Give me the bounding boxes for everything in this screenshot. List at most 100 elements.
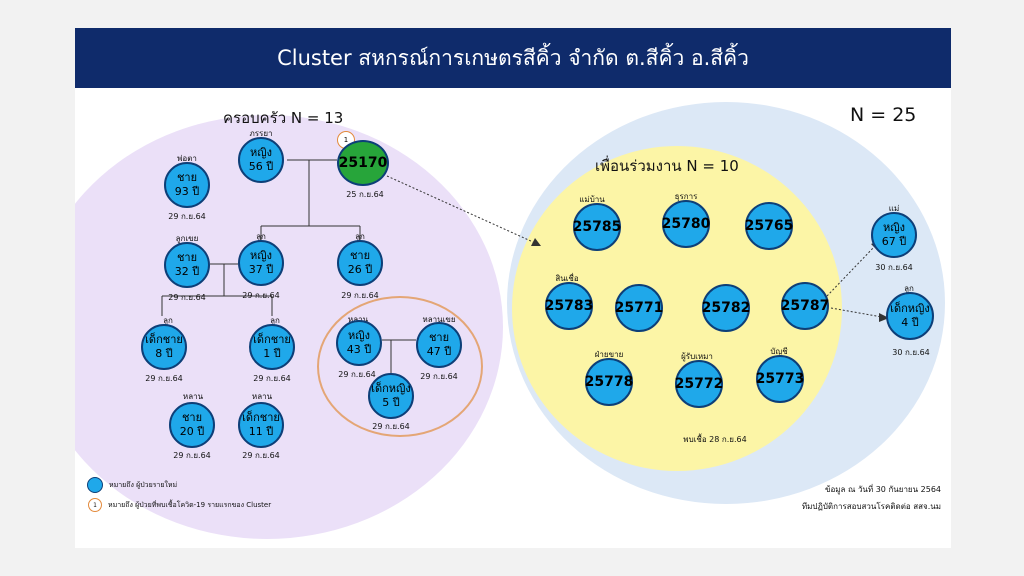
node-gender: เด็กชาย [145, 333, 183, 346]
case-node-mother[interactable]: หญิง 67 ปี [871, 212, 917, 258]
arrowhead-coworker [531, 238, 541, 246]
date-grandchild-11: 29 ก.ย.64 [242, 451, 280, 460]
to-mother-arrow [826, 245, 876, 297]
node-age: 1 ปี [263, 347, 281, 360]
node-gender: เด็กหญิง [371, 382, 411, 395]
node-id: 25765 [744, 218, 794, 234]
node-age: 4 ปี [901, 316, 919, 329]
case-node-son-in-law[interactable]: ชาย 32 ปี [164, 242, 210, 288]
role-grandchild-20: หลาน [182, 392, 204, 401]
case-node-daughter[interactable]: หญิง 37 ปี [238, 240, 284, 286]
node-id: 25771 [614, 300, 664, 316]
node-gender: หญิง [348, 329, 370, 342]
node-id: 25783 [544, 298, 594, 314]
case-node-25780[interactable]: 25780 [662, 200, 710, 248]
source-team: ทีมปฏิบัติการสอบสวนโรคติดต่อ สสจ.นม [801, 502, 941, 511]
date-child-girl: 30 ก.ย.64 [892, 348, 930, 357]
date-index: 25 ก.ย.64 [346, 190, 384, 199]
node-id: 25782 [701, 300, 751, 316]
legend-dot-icon [87, 477, 103, 493]
node-id: 25772 [674, 376, 724, 392]
to-child-arrow [830, 307, 883, 318]
role-c25780: ธุรการ [674, 192, 698, 201]
case-node-father[interactable]: ชาย 93 ปี [164, 162, 210, 208]
role-c25773: บัญชี [770, 347, 788, 356]
role-niece: หลาน [348, 313, 368, 326]
legend-first-case: 1 หมายถึง ผู้ป่วยที่พบเชื้อโควิด-19 รายแ… [88, 498, 271, 512]
coworker-found-date: พบเชื้อ 28 ก.ย.64 [683, 435, 747, 444]
node-gender: เด็กชาย [242, 411, 280, 424]
case-node-25787[interactable]: 25787 [781, 282, 829, 330]
date-girl-5: 29 ก.ย.64 [372, 422, 410, 431]
case-node-25783[interactable]: 25783 [545, 282, 593, 330]
case-node-grandson-1[interactable]: เด็กชาย 1 ปี [249, 324, 295, 370]
role-grandson-1: ลูก [270, 316, 280, 325]
node-age: 47 ปี [426, 345, 452, 358]
case-node-child-girl[interactable]: เด็กหญิง 4 ปี [886, 292, 934, 340]
case-node-25771[interactable]: 25771 [615, 284, 663, 332]
case-node-25778[interactable]: 25778 [585, 358, 633, 406]
role-son-in-law: ลูกเขย [175, 234, 199, 243]
coworker-label: เพื่อนร่วมงาน N = 10 [595, 157, 739, 175]
connector-lines [161, 159, 889, 373]
node-gender: ชาย [181, 411, 203, 424]
role-grandson-8: ลูก [163, 316, 173, 325]
case-node-grandchild-11[interactable]: เด็กชาย 11 ปี [238, 402, 284, 448]
date-father: 29 ก.ย.64 [168, 212, 206, 221]
slide: Cluster สหกรณ์การเกษตรสีคิ้ว จำกัด ต.สีค… [75, 28, 951, 548]
case-node-grandchild-20[interactable]: ชาย 20 ปี [169, 402, 215, 448]
index-to-coworker-arrow [386, 175, 534, 243]
date-mother: 30 ก.ย.64 [875, 263, 913, 272]
node-gender: หญิง [250, 146, 272, 159]
node-age: 20 ปี [179, 425, 205, 438]
case-node-25785[interactable]: 25785 [573, 203, 621, 251]
source-date: ข้อมูล ณ วันที่ 30 กันยายน 2564 [824, 485, 941, 494]
node-gender: เด็กชาย [253, 333, 291, 346]
case-node-25773[interactable]: 25773 [756, 355, 804, 403]
case-node-girl-5[interactable]: เด็กหญิง 5 ปี [368, 373, 414, 419]
case-node-25765[interactable]: 25765 [745, 202, 793, 250]
node-age: 26 ปี [347, 263, 373, 276]
node-id: 25773 [755, 371, 805, 387]
node-age: 5 ปี [382, 396, 400, 409]
role-c25783: สินเชื่อ [555, 274, 579, 283]
node-gender: หญิง [250, 249, 272, 262]
node-gender: หญิง [883, 221, 905, 234]
page-title: Cluster สหกรณ์การเกษตรสีคิ้ว จำกัด ต.สีค… [75, 28, 951, 88]
case-node-index[interactable]: 25170 [337, 140, 389, 186]
case-node-grandson-8[interactable]: เด็กชาย 8 ปี [141, 324, 187, 370]
case-node-25772[interactable]: 25772 [675, 360, 723, 408]
role-father: พ่อตา [177, 154, 197, 163]
case-node-son[interactable]: ชาย 26 ปี [337, 240, 383, 286]
node-age: 93 ปี [174, 185, 200, 198]
date-daughter: 29 ก.ย.64 [242, 291, 280, 300]
case-node-niece-43[interactable]: หญิง 43 ปี [336, 320, 382, 366]
node-gender: ชาย [176, 251, 198, 264]
role-mother: แม่ [888, 204, 900, 213]
node-age: 32 ปี [174, 265, 200, 278]
case-node-wife[interactable]: หญิง 56 ปี [238, 137, 284, 183]
node-gender: เด็กหญิง [890, 302, 930, 315]
role-child-girl: ลูก [904, 284, 914, 293]
legend-new-case: หมายถึง ผู้ป่วยรายใหม่ [87, 477, 177, 493]
role-nephew-in-law: หลานเขย [422, 315, 456, 324]
node-id: 25787 [780, 298, 830, 314]
case-node-nephew-in-law[interactable]: ชาย 47 ปี [416, 322, 462, 368]
node-id: 25778 [584, 374, 634, 390]
role-grandchild-11: หลาน [251, 392, 273, 401]
legend-dot-label: หมายถึง ผู้ป่วยรายใหม่ [109, 480, 178, 489]
node-age: 43 ปี [346, 343, 372, 356]
case-node-25782[interactable]: 25782 [702, 284, 750, 332]
date-nephew-in-law: 29 ก.ย.64 [420, 372, 458, 381]
node-age: 56 ปี [248, 160, 274, 173]
date-grandson-8: 29 ก.ย.64 [145, 374, 183, 383]
role-c25778: ฝ่ายขาย [594, 350, 624, 359]
family-label: ครอบครัว N = 13 [223, 109, 344, 127]
date-son-in-law: 29 ก.ย.64 [168, 293, 206, 302]
arrowhead-child [879, 313, 889, 322]
role-son: ลูก [355, 232, 365, 241]
role-daughter: ลูก [256, 232, 266, 241]
node-age: 67 ปี [881, 235, 907, 248]
node-gender: ชาย [428, 331, 450, 344]
role-wife: ภรรยา [249, 129, 273, 138]
